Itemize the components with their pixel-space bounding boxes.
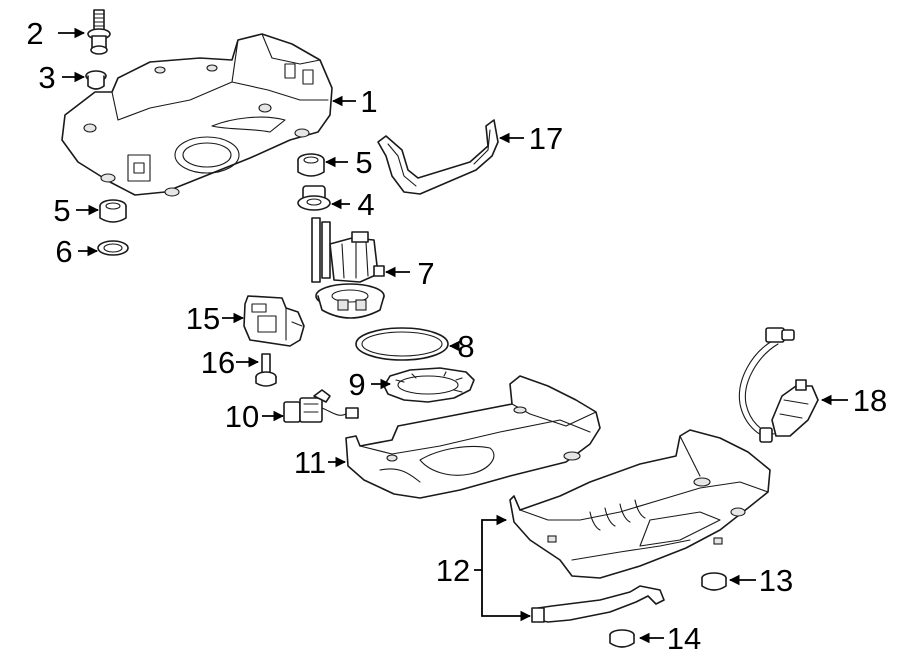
callout-18: 18 [853,383,887,418]
callout-1: 1 [360,84,377,119]
nut-13-part [701,572,727,591]
strap-part [377,119,499,195]
nut-part [85,70,107,90]
bolt-part [255,353,277,387]
callout-14: 14 [667,621,701,656]
grommet-lower-part [99,199,127,223]
callout-5-lower: 5 [53,193,70,228]
sensor-part [738,327,819,443]
callout-12: 12 [436,553,470,588]
callout-16: 16 [201,345,235,380]
nut-14-part [609,629,635,648]
callout-labels: 2 3 1 17 5 4 5 6 7 15 8 16 9 10 11 18 12… [26,16,887,656]
skid-plate-part [509,429,771,623]
callout-5-upper: 5 [355,145,372,180]
sender-bracket-part [243,295,305,347]
callout-11: 11 [294,445,326,480]
grommet-upper-part [297,153,325,177]
callout-17: 17 [529,121,563,156]
bushing-part [297,185,331,211]
callout-4: 4 [357,187,374,222]
callout-8: 8 [457,329,474,364]
callout-13: 13 [759,563,793,598]
fuel-pump-part [311,217,385,319]
callout-6: 6 [55,234,72,269]
leader-lines [58,27,848,644]
callout-10: 10 [225,399,259,434]
o-ring-small-part [97,240,129,256]
wire-harness-part [283,389,359,423]
callout-15: 15 [186,301,220,336]
fuel-tank-part [61,33,333,197]
heat-shield-upper-part [345,375,601,499]
callout-9: 9 [348,367,365,402]
callout-3: 3 [38,60,55,95]
callout-7: 7 [417,256,434,291]
callout-2: 2 [26,16,43,51]
stud-bolt-part [87,9,111,55]
o-ring-large-part [355,327,449,361]
lock-ring-part [383,367,475,403]
